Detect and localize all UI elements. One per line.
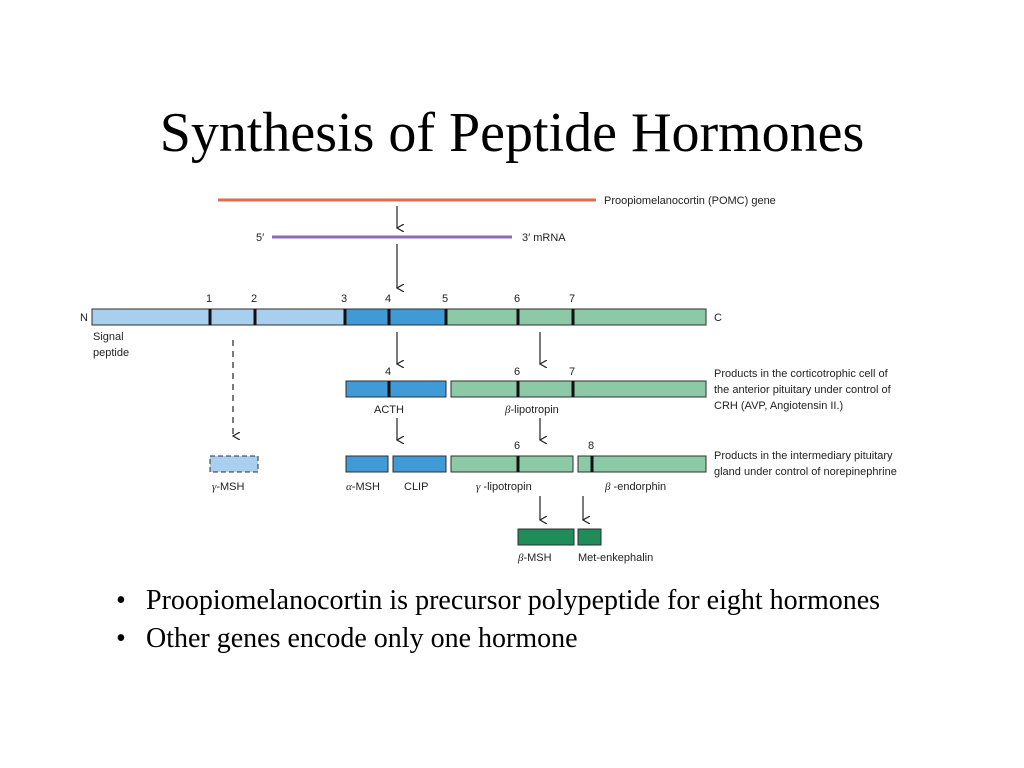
corticotrophic-note-line: the anterior pituitary under control of xyxy=(714,384,892,396)
cleavage-site-label: 1 xyxy=(206,293,212,305)
beta-symbol: β xyxy=(504,404,511,416)
gamma-msh-segment xyxy=(209,455,259,473)
bullet-dot-icon: • xyxy=(116,585,126,616)
row3-site-label: 6 xyxy=(514,440,520,452)
gamma-lipotropin-segment xyxy=(450,455,574,473)
beta-endorphin-segment xyxy=(577,455,707,473)
bullet-list: • Proopiomelanocortin is precursor polyp… xyxy=(116,584,916,660)
acth-label: ACTH xyxy=(374,404,404,416)
beta-lipotropin-text: -lipotropin xyxy=(510,404,558,416)
gamma-symbol: γ xyxy=(476,481,481,493)
met-enkephalin-label: Met-enkephalin xyxy=(578,552,653,564)
intermediary-note-line: gland under control of norepinephrine xyxy=(714,466,897,478)
gamma-symbol: γ xyxy=(212,481,217,493)
bullet-text: Other genes encode only one hormone xyxy=(146,623,578,654)
met-enkephalin-segment xyxy=(577,528,602,546)
slide-title: Synthesis of Peptide Hormones xyxy=(159,102,865,164)
clip-segment xyxy=(392,455,447,473)
beta-msh-label: β-MSH xyxy=(517,552,552,564)
mrna-5-prime-label: 5′ xyxy=(256,232,264,244)
beta-lipotropin-segment xyxy=(450,380,707,398)
acth-region-segment xyxy=(345,308,447,326)
cleavage-site-label: 3 xyxy=(341,293,347,305)
gene-label: Proopiomelanocortin (POMC) gene xyxy=(604,195,776,207)
bullet-text: Proopiomelanocortin is precursor polypep… xyxy=(146,585,881,616)
corticotrophic-note-line: CRH (AVP, Angiotensin II.) xyxy=(714,400,843,412)
beta-symbol: β xyxy=(517,552,524,564)
beta-endorphin-label: β -endorphin xyxy=(604,481,666,493)
c-terminus-label: C xyxy=(714,312,722,324)
mrna-3-prime-label: 3′ mRNA xyxy=(522,232,566,244)
beta-lipotropin-label: β-lipotropin xyxy=(504,404,559,416)
bullet-item: • Other genes encode only one hormone xyxy=(116,622,916,656)
beta-msh-segment xyxy=(517,528,575,546)
alpha-msh-label: α-MSH xyxy=(346,481,380,493)
lipotropin-region-segment xyxy=(445,308,707,326)
cleavage-site-label: 2 xyxy=(251,293,257,305)
beta-symbol: β xyxy=(604,481,611,493)
gamma-msh-text: -MSH xyxy=(216,481,244,493)
corticotrophic-note-line: Products in the corticotrophic cell of xyxy=(714,368,889,380)
alpha-msh-text: -MSH xyxy=(352,481,380,493)
beta-endorphin-text: -endorphin xyxy=(610,481,666,493)
alpha-msh-segment xyxy=(345,455,389,473)
row2-site-label: 6 xyxy=(514,366,520,378)
cleavage-site-label: 6 xyxy=(514,293,520,305)
row3-site-label: 8 xyxy=(588,440,594,452)
signal-peptide-label: peptide xyxy=(93,347,129,359)
beta-msh-text: -MSH xyxy=(523,552,551,564)
intermediary-note-line: Products in the intermediary pituitary xyxy=(714,450,893,462)
cleavage-site-label: 4 xyxy=(385,293,391,305)
row2-site-label: 4 xyxy=(385,366,391,378)
gamma-msh-label: γ-MSH xyxy=(212,481,245,493)
alpha-symbol: α xyxy=(346,481,352,493)
signal-peptide-label: Signal xyxy=(93,331,124,343)
cleavage-site-label: 7 xyxy=(569,293,575,305)
gamma-lipotropin-label: γ -lipotropin xyxy=(476,481,532,493)
row2-site-label: 7 xyxy=(569,366,575,378)
n-terminus-label: N xyxy=(80,312,88,324)
gamma-lipotropin-text: -lipotropin xyxy=(480,481,531,493)
clip-label: CLIP xyxy=(404,481,428,493)
bullet-item: • Proopiomelanocortin is precursor polyp… xyxy=(116,584,916,618)
bullet-dot-icon: • xyxy=(116,623,126,654)
cleavage-site-label: 5 xyxy=(442,293,448,305)
acth-segment xyxy=(345,380,447,398)
pomc-processing-diagram: Proopiomelanocortin (POMC) gene 5′ 3′ mR… xyxy=(80,195,897,564)
signal-peptide-segment xyxy=(91,308,347,326)
